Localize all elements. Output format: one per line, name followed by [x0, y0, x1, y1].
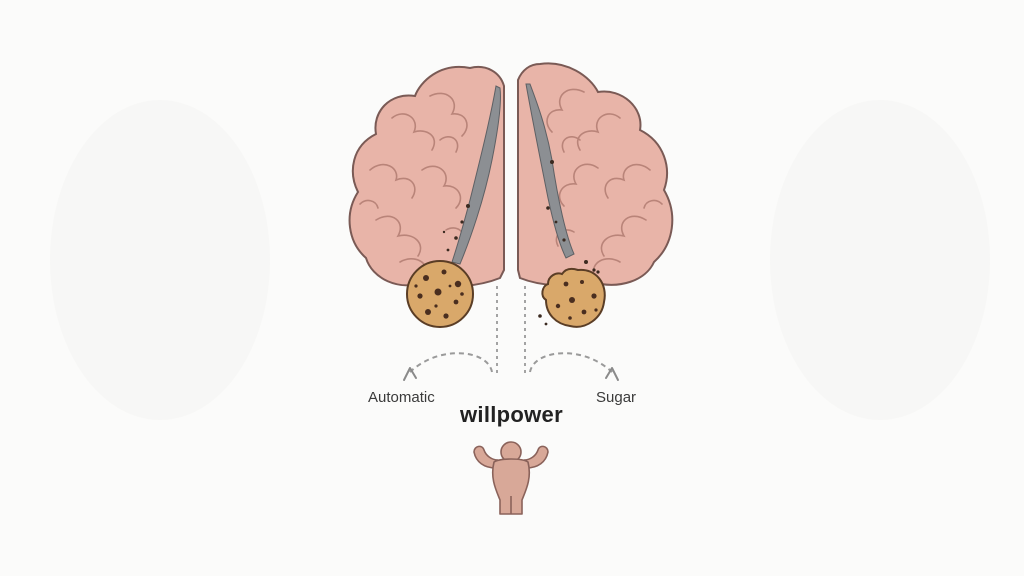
- arrow-to-automatic: [403, 352, 493, 381]
- cookie-icon: [406, 260, 474, 328]
- sugar-label: Sugar: [596, 389, 637, 406]
- dotted-connectors: [496, 286, 526, 374]
- arrow-to-sugar: [529, 352, 619, 381]
- bitten-cookie-icon: [538, 267, 606, 328]
- background-shading: [50, 100, 990, 420]
- flexing-strongman-icon: [473, 441, 549, 515]
- brain-right-hemisphere-icon: [517, 62, 674, 287]
- willpower-label: willpower: [460, 402, 563, 427]
- brain-left-hemisphere-icon: [348, 65, 505, 288]
- automatic-label: Automatic: [368, 389, 435, 406]
